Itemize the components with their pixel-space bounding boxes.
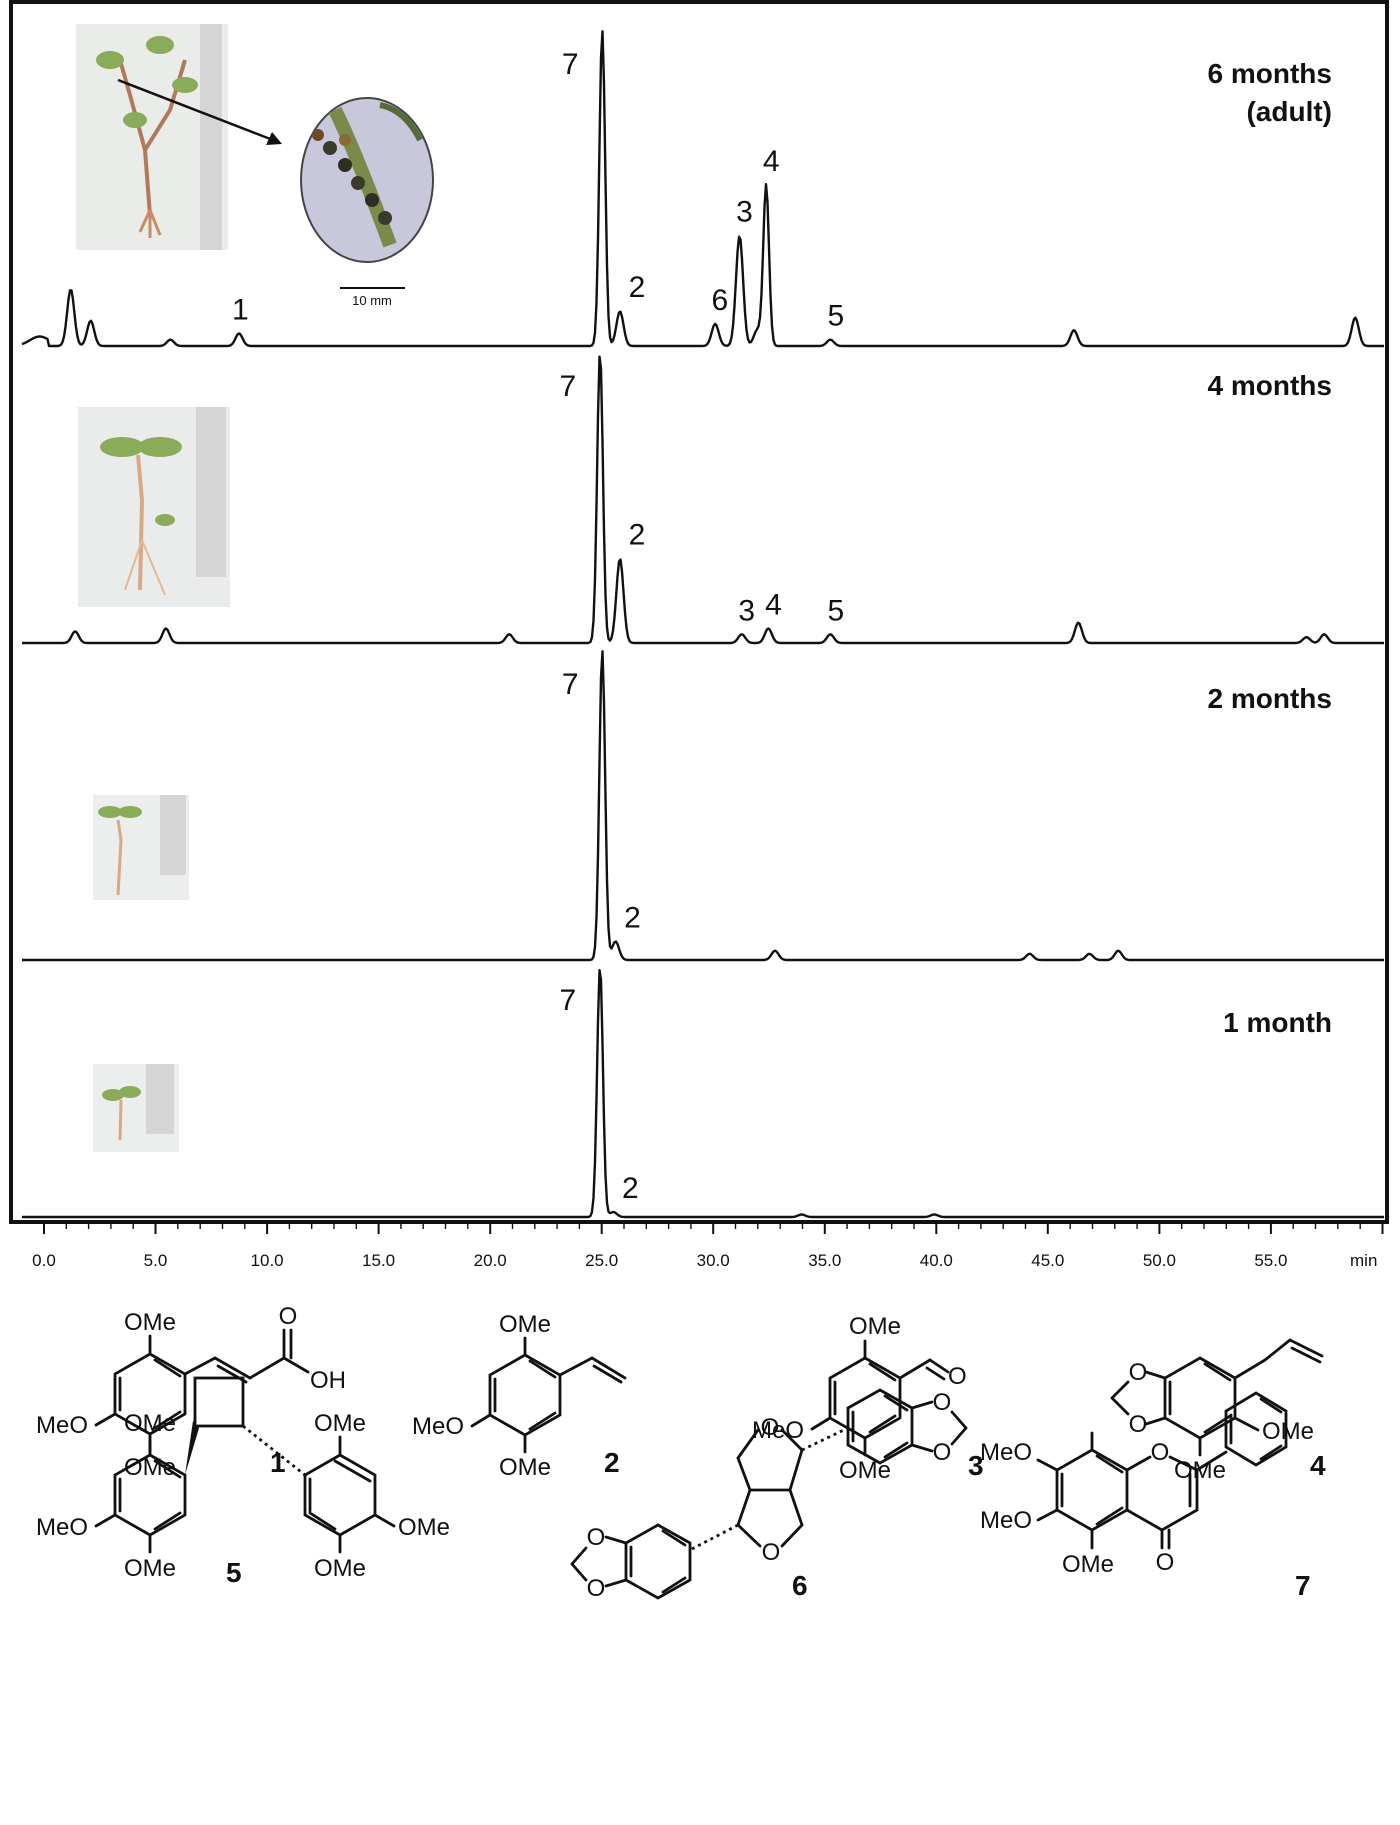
peak-label: 5 <box>828 300 845 333</box>
x-tick-label: 30.0 <box>697 1251 730 1270</box>
x-tick-label: 0.0 <box>32 1251 56 1270</box>
o-label: O <box>587 1524 606 1551</box>
ome-label: OMe <box>314 1555 366 1582</box>
scale-bar-label: 10 mm <box>352 293 392 308</box>
ome-label: OMe <box>1262 1418 1314 1445</box>
o-label: O <box>1129 1359 1148 1386</box>
o-label: O <box>948 1363 967 1390</box>
peak-label: 2 <box>629 271 646 304</box>
meo-label: MeO <box>980 1507 1032 1534</box>
plant-photo-6-months <box>76 24 228 250</box>
ome-label: OMe <box>1062 1551 1114 1578</box>
meo-label: MeO <box>752 1417 804 1444</box>
ome-label: OMe <box>124 1410 176 1437</box>
panel-label-4-months: 4 months <box>1208 370 1332 401</box>
x-axis-unit: min <box>1350 1251 1377 1270</box>
compound-number-5: 5 <box>226 1557 242 1588</box>
structure-compound-5: OMe MeO OMe OMe OMe OMe 5 <box>36 1376 450 1588</box>
plant-photo-1-month <box>93 1064 179 1152</box>
compound-number-2: 2 <box>604 1447 620 1478</box>
peak-label: 1 <box>232 293 249 326</box>
ome-label: OMe <box>314 1410 366 1437</box>
o-label: O <box>1129 1411 1148 1438</box>
chromatogram-trace-1 <box>21 30 1384 348</box>
peak-label: 2 <box>624 901 641 934</box>
o-label: O <box>279 1303 298 1330</box>
x-tick-label: 45.0 <box>1031 1251 1064 1270</box>
meo-label: MeO <box>36 1514 88 1541</box>
fruit-magnified-inset <box>300 97 434 263</box>
compound-number-4: 4 <box>1310 1450 1326 1481</box>
ome-label: OMe <box>124 1454 176 1481</box>
o-label: O <box>762 1539 781 1566</box>
ome-label: OMe <box>499 1454 551 1481</box>
chromatogram-figure: 10 mm 6 months (adult) 4 months 2 months… <box>9 0 1389 1270</box>
chromatogram-trace-3 <box>22 650 1384 962</box>
ome-label: OMe <box>499 1311 551 1338</box>
chromatogram-trace-4 <box>22 968 1384 1219</box>
meo-label: MeO <box>980 1439 1032 1466</box>
x-tick-label: 20.0 <box>474 1251 507 1270</box>
peak-label: 7 <box>560 370 577 403</box>
ome-label: OMe <box>849 1313 901 1340</box>
peak-label: 7 <box>562 48 579 81</box>
ome-label: OMe <box>1174 1457 1226 1484</box>
x-tick-label: 5.0 <box>144 1251 168 1270</box>
structure-compound-4: O O OMe OMe 4 <box>1110 1338 1326 1484</box>
x-tick-label: 10.0 <box>251 1251 284 1270</box>
chromatogram-trace-2 <box>22 355 1384 645</box>
structure-compound-2: OMe MeO OMe 2 <box>412 1311 627 1481</box>
peak-label: 3 <box>736 195 753 228</box>
o-label: O <box>761 1414 780 1441</box>
peak-label: 4 <box>765 589 782 622</box>
peak-label: 3 <box>738 594 755 627</box>
compound-structures: OMe MeO OMe O OH 1 OMe MeO OMe 2 <box>36 1303 1326 1602</box>
structure-compound-6: O O O O O O 6 <box>570 1388 968 1602</box>
oh-label: OH <box>310 1367 346 1394</box>
peak-label: 7 <box>560 984 577 1017</box>
o-label: O <box>933 1389 952 1416</box>
peak-label: 2 <box>622 1172 639 1205</box>
structure-compound-1: OMe MeO OMe O OH 1 <box>36 1303 346 1481</box>
structure-compound-3: OMe MeO OMe O 3 <box>752 1313 984 1484</box>
zoom-arrow <box>117 78 282 145</box>
meo-label: MeO <box>412 1413 464 1440</box>
peak-label: 5 <box>828 594 845 627</box>
structure-compound-7: O O MeO MeO OMe 7 <box>980 1391 1311 1601</box>
x-tick-label: 35.0 <box>808 1251 841 1270</box>
meo-label: MeO <box>36 1412 88 1439</box>
x-tick-label: 55.0 <box>1254 1251 1287 1270</box>
o-label: O <box>933 1439 952 1466</box>
panel-sublabel-adult: (adult) <box>1246 96 1332 127</box>
compound-number-1: 1 <box>270 1447 286 1478</box>
panel-label-6-months: 6 months <box>1208 58 1332 89</box>
peak-label: 4 <box>763 145 780 178</box>
ome-label: OMe <box>124 1309 176 1336</box>
scale-bar: 10 mm <box>340 287 405 308</box>
compound-number-3: 3 <box>968 1450 984 1481</box>
x-tick-label: 50.0 <box>1143 1251 1176 1270</box>
peak-label: 6 <box>712 284 729 317</box>
x-tick-label: 25.0 <box>585 1251 618 1270</box>
o-label: O <box>1156 1549 1175 1576</box>
x-tick-label: 40.0 <box>920 1251 953 1270</box>
compound-number-6: 6 <box>792 1570 808 1601</box>
ome-label: OMe <box>398 1514 450 1541</box>
o-label: O <box>587 1575 606 1602</box>
peak-label: 7 <box>562 668 579 701</box>
plant-photo-2-months <box>93 795 189 900</box>
compound-number-7: 7 <box>1295 1570 1311 1601</box>
plant-photo-4-months <box>78 407 230 607</box>
peak-label: 2 <box>629 519 646 552</box>
panel-label-2-months: 2 months <box>1208 683 1332 714</box>
x-tick-label: 15.0 <box>362 1251 395 1270</box>
ome-label: OMe <box>124 1555 176 1582</box>
o-label: O <box>1151 1439 1170 1466</box>
panel-label-1-month: 1 month <box>1223 1007 1332 1038</box>
